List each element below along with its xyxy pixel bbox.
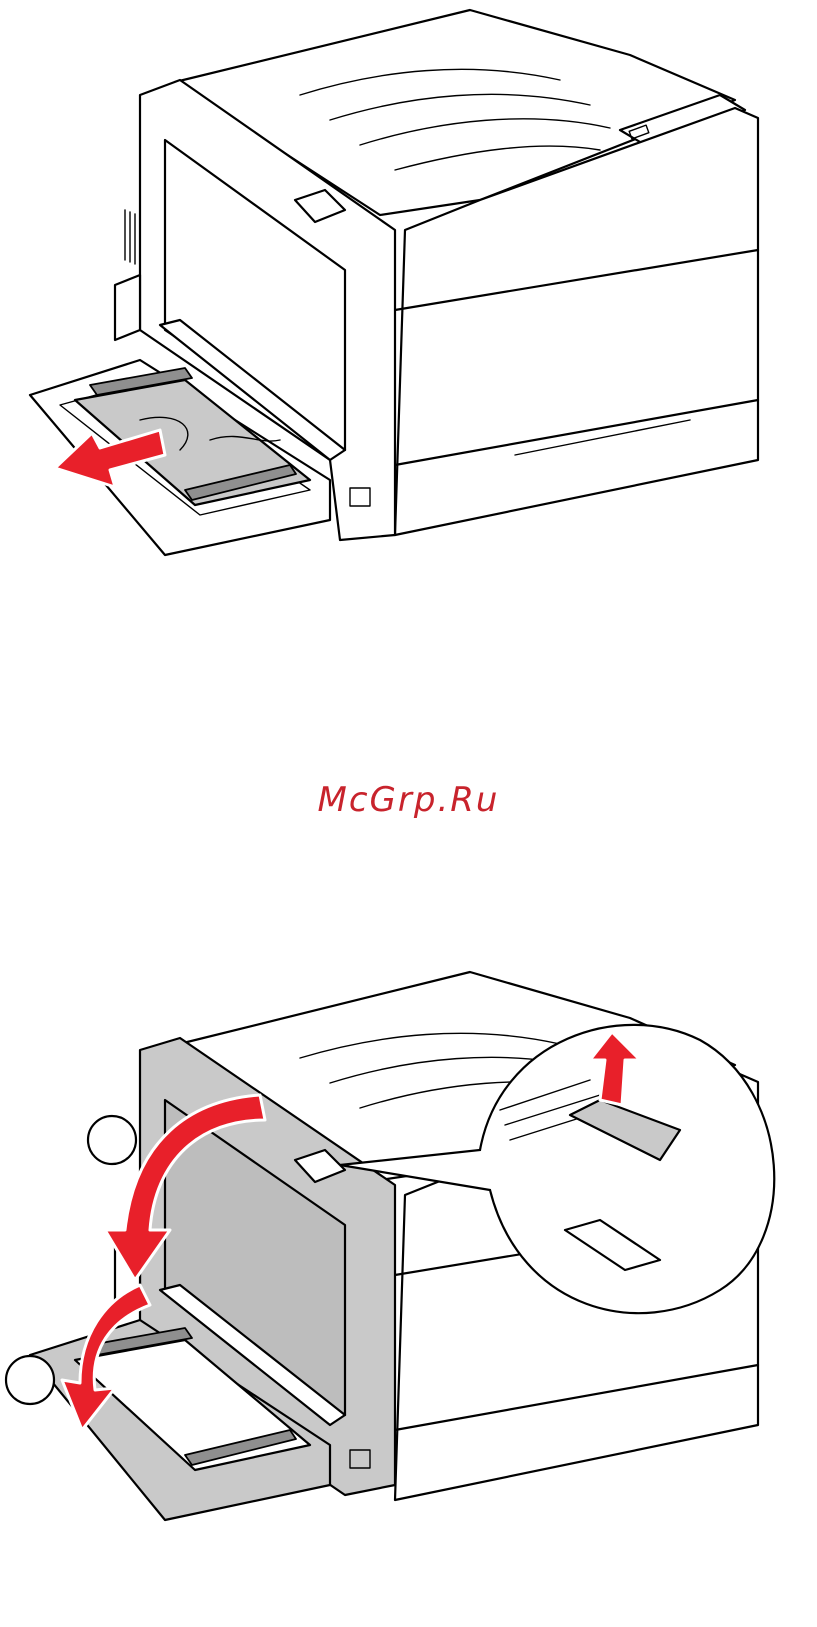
printer-illustration-bottom <box>0 960 817 1627</box>
step-1-circle <box>88 1116 136 1164</box>
step-2-circle <box>6 1356 54 1404</box>
vent-slots <box>125 210 135 264</box>
watermark-text: McGrp.Ru <box>0 780 817 820</box>
rear-panel <box>115 275 140 340</box>
figure-open-left-door <box>0 960 817 1627</box>
printer-illustration-top <box>0 0 817 600</box>
figure-remove-jammed-paper <box>0 0 817 600</box>
